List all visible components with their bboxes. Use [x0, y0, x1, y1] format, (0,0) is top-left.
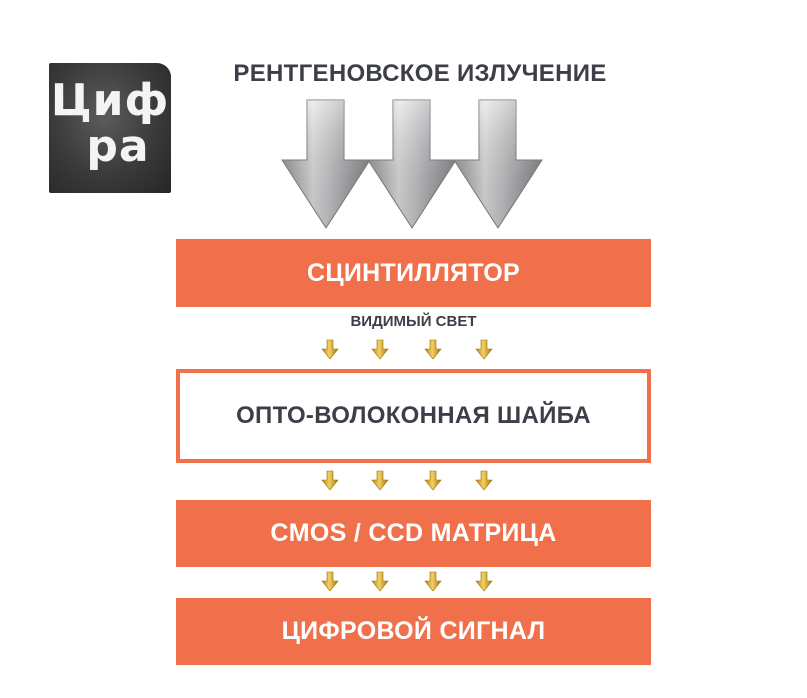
digital-signal-stage: ЦИФРОВОЙ СИГНАЛ [176, 598, 651, 665]
down-arrow-icon [371, 339, 389, 360]
scintillator-stage: СЦИНТИЛЛЯТОР [176, 239, 651, 307]
down-arrow-icon [475, 571, 493, 592]
xray-radiation-title: РЕНТГЕНОВСКОЕ ИЗЛУЧЕНИЕ [233, 60, 607, 87]
xray-arrows [281, 99, 543, 229]
fiber-optic-plate-stage: ОПТО-ВОЛОКОННАЯ ШАЙБА [176, 369, 651, 463]
down-arrow-icon [321, 470, 339, 491]
cifra-logo: Циф ра [49, 63, 171, 193]
down-arrow-icon [367, 99, 457, 229]
down-arrow-icon [424, 470, 442, 491]
logo-text-line-2: ра [86, 121, 150, 172]
down-arrow-icon [371, 571, 389, 592]
down-arrow-icon [321, 339, 339, 360]
down-arrow-icon [371, 470, 389, 491]
visible-light-label: ВИДИМЫЙ СВЕТ [350, 313, 477, 330]
down-arrow-icon [281, 99, 371, 229]
down-arrow-icon [424, 339, 442, 360]
logo-text-line-1: Циф [50, 75, 170, 126]
down-arrow-icon [321, 571, 339, 592]
sensor-matrix-stage: CMOS / CCD МАТРИЦА [176, 500, 651, 567]
down-arrow-icon [475, 470, 493, 491]
down-arrow-icon [424, 571, 442, 592]
down-arrow-icon [475, 339, 493, 360]
down-arrow-icon [453, 99, 543, 229]
